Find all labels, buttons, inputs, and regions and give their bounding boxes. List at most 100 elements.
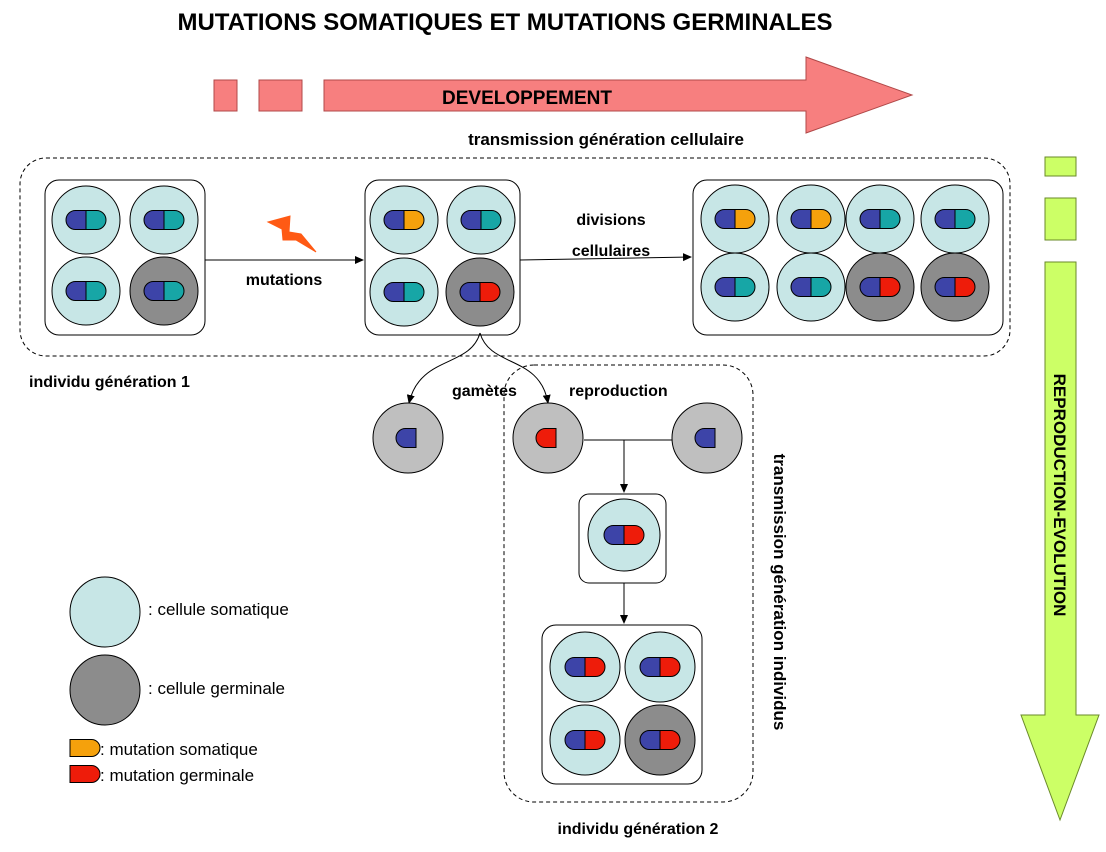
somatic-cell — [700, 184, 770, 254]
chromosome-left-half — [639, 657, 661, 677]
legend-germ-cell-icon — [69, 654, 141, 726]
chromosome-left-half — [790, 277, 812, 297]
chromosome-right-half — [623, 525, 645, 545]
reproduction-arrow-dash-1 — [1044, 156, 1077, 177]
legend-somatic-cell-label: : cellule somatique — [148, 600, 289, 619]
chromosome-right-half — [954, 277, 976, 297]
chromosome-right-half — [163, 281, 185, 301]
chromosome-right-half — [479, 282, 501, 302]
chromosome-left-half — [65, 210, 87, 230]
arrow-divisions — [519, 253, 692, 262]
chromosome-left-half — [564, 657, 586, 677]
chromosome-left-half — [694, 428, 716, 448]
chromosome-left-half — [639, 730, 661, 750]
chromosome-left-half — [143, 281, 165, 301]
chromosome-left-half — [460, 210, 482, 230]
generation-1-label: individu génération 1 — [29, 374, 190, 391]
chromosome-left-half — [383, 210, 405, 230]
legend-germ-cell-label: : cellule germinale — [148, 679, 285, 698]
lightning-icon — [266, 215, 317, 253]
generation-2-group — [503, 364, 754, 803]
somatic-cell — [369, 257, 439, 327]
gamete-cell — [671, 402, 743, 474]
gametes-label: gamètes — [452, 383, 517, 400]
chromosome-right-half — [403, 282, 425, 302]
chromosome-left-half — [859, 209, 881, 229]
chromosome-right-half — [810, 209, 832, 229]
chromosome-right-half — [734, 277, 756, 297]
development-arrow-dash-1 — [213, 79, 238, 112]
chromosome-right-half — [879, 209, 901, 229]
somatic-cell-mutated — [369, 185, 439, 255]
chromosome-left-half — [714, 209, 736, 229]
generation-1-group — [19, 157, 1011, 357]
individual-transmission-label: transmission génération individus — [770, 454, 789, 731]
chromosome-right-half — [85, 210, 107, 230]
chromosome-left-half — [535, 428, 557, 448]
reproduction-arrow-dash-2 — [1044, 197, 1077, 241]
chromosome-left-half — [383, 282, 405, 302]
chromosome-right-half — [734, 209, 756, 229]
germ-cell-germline — [624, 704, 696, 776]
legend-germ-cell-icon-body — [69, 654, 141, 726]
chromosome-right-half — [85, 281, 107, 301]
legend-germline-mutation-label: : mutation germinale — [100, 766, 254, 785]
gamete-cell — [372, 402, 444, 474]
development-arrow-body — [323, 56, 914, 134]
somatic-cell — [920, 184, 990, 254]
reproduction-arrow-label: REPRODUCTION-EVOLUTION — [1050, 374, 1069, 617]
reproduction-arrow-body — [1020, 261, 1100, 822]
germ-cell-mutated — [445, 257, 515, 327]
development-arrow-dash-2 — [258, 79, 303, 112]
chromosome-left-half — [934, 277, 956, 297]
somatic-cell — [446, 185, 516, 255]
chromosome-right-half — [163, 210, 185, 230]
chromosome-left-half — [790, 209, 812, 229]
divisions-label-line-1: divisions — [576, 212, 645, 229]
arrow-gamete-right — [479, 332, 551, 404]
reproduction-evolution-arrow: REPRODUCTION-EVOLUTION — [1020, 156, 1100, 822]
generation-2-label: individu génération 2 — [558, 821, 719, 838]
arrow-gamete-left — [406, 332, 481, 404]
somatic-cell-germline — [624, 631, 696, 703]
page-title: MUTATIONS SOMATIQUES ET MUTATIONS GERMIN… — [177, 9, 832, 36]
gamete-cell-mutated — [512, 402, 584, 474]
chromosome-right-half — [403, 210, 425, 230]
chromosome-left-half — [459, 282, 481, 302]
chromosome-right-half — [810, 277, 832, 297]
somatic-cell-germline — [549, 631, 621, 703]
chromosome-right-half — [69, 739, 101, 757]
legend-somatic-mutation-icon — [69, 739, 101, 757]
chromosome-left-half — [564, 730, 586, 750]
legend-germline-mutation-icon — [69, 765, 101, 783]
chromosome-right-half — [879, 277, 901, 297]
germ-cell-mutated — [845, 252, 915, 322]
chromosome-left-half — [714, 277, 736, 297]
divisions-label-line-2: cellulaires — [572, 243, 650, 260]
somatic-cell — [776, 184, 846, 254]
somatic-cell — [129, 185, 199, 255]
somatic-cell — [700, 252, 770, 322]
mutations-label: mutations — [246, 272, 323, 289]
cells-layer — [51, 184, 990, 783]
chromosome-left-half — [603, 525, 625, 545]
reproduction-label: reproduction — [569, 383, 668, 400]
legend-somatic-mutation-label: : mutation somatique — [100, 740, 258, 759]
zygote-cell — [587, 498, 661, 572]
somatic-cell — [776, 252, 846, 322]
legend-somatic-cell-icon-body — [69, 576, 141, 648]
chromosome-left-half — [934, 209, 956, 229]
legend-somatic-cell-icon — [69, 576, 141, 648]
somatic-cell — [51, 185, 121, 255]
somatic-cell — [845, 184, 915, 254]
chromosome-right-half — [954, 209, 976, 229]
chromosome-right-half — [584, 657, 606, 677]
chromosome-left-half — [143, 210, 165, 230]
germ-cell — [129, 256, 199, 326]
germ-cell-mutated — [920, 252, 990, 322]
chromosome-right-half — [659, 730, 681, 750]
development-arrow-label: DEVELOPPEMENT — [442, 88, 612, 109]
development-arrow: DEVELOPPEMENT — [213, 56, 914, 134]
